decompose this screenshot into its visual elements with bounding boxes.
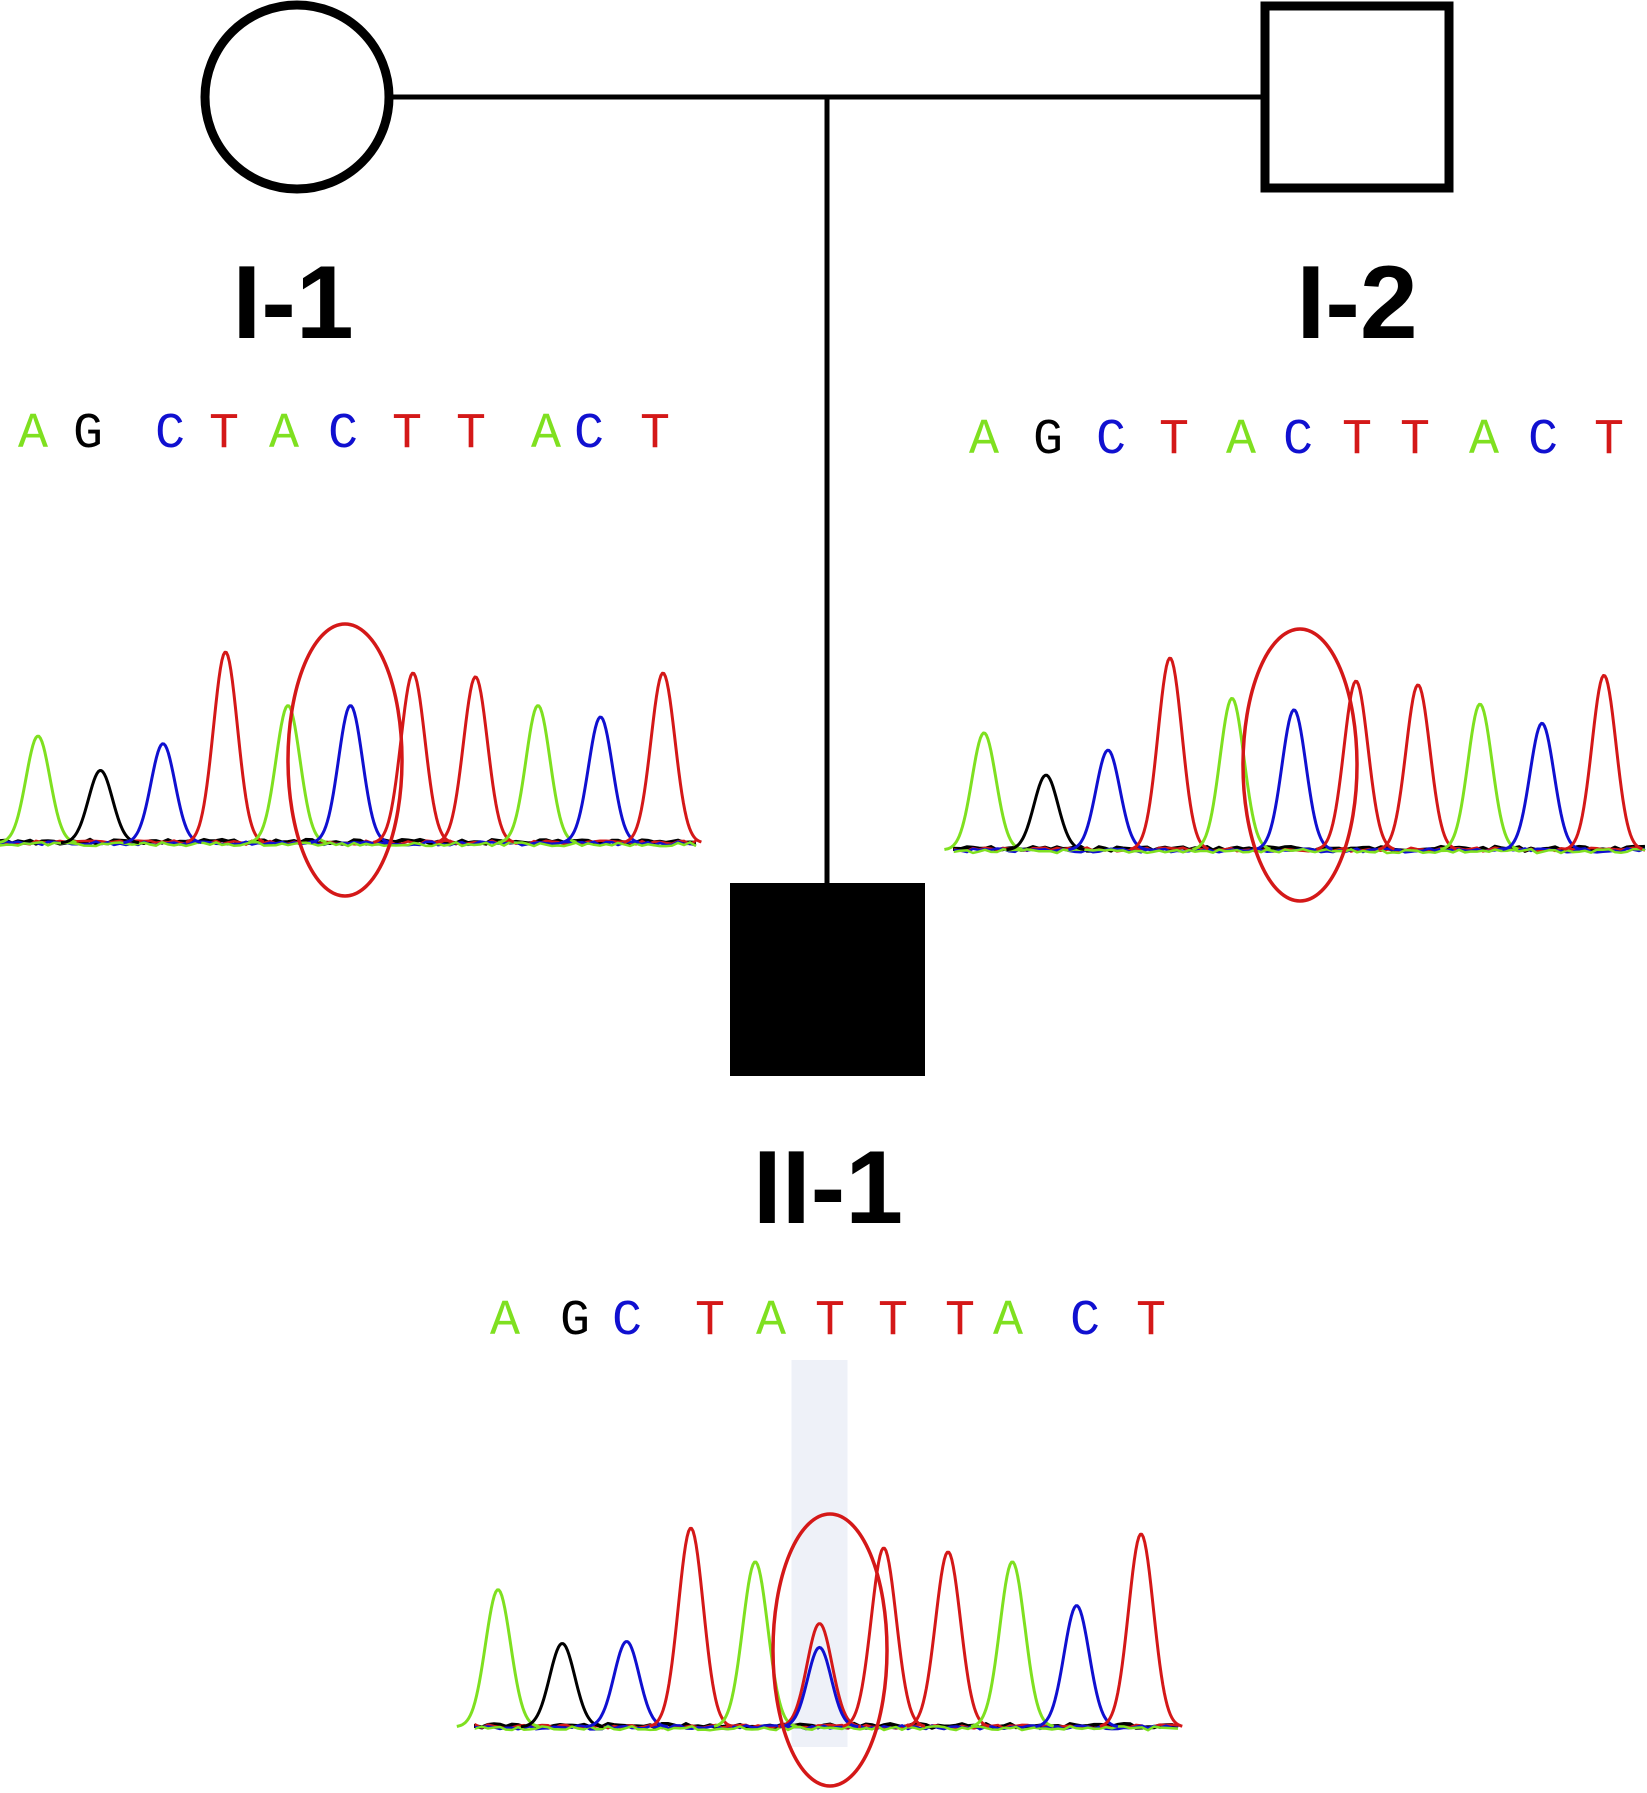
variant-highlight-ellipse <box>286 622 404 898</box>
base-letter: T <box>1136 1293 1166 1350</box>
chromatogram-peak <box>498 704 577 844</box>
chromatogram-peak <box>906 1550 990 1728</box>
base-letter: T <box>1342 412 1372 469</box>
base-letter: G <box>73 406 103 463</box>
base-letter: A <box>969 412 999 469</box>
male-symbol-I-2 <box>1260 1 1454 193</box>
chromatogram-peak <box>713 1560 797 1728</box>
base-letter: T <box>1159 412 1189 469</box>
base-letter: G <box>560 1293 590 1350</box>
base-letter: T <box>878 1293 908 1350</box>
chromatogram-peak <box>185 650 265 844</box>
affected-male-symbol-II-1 <box>730 883 925 1076</box>
chromatogram-peak <box>1378 683 1457 851</box>
chromatogram-peak <box>1099 1532 1183 1728</box>
chromatogram-peak <box>248 704 327 844</box>
label-I-1: I-1 <box>232 245 353 361</box>
base-letter: C <box>612 1293 642 1350</box>
chromatogram-peak <box>842 1546 926 1728</box>
base-letter: C <box>155 406 185 463</box>
base-letter: T <box>1400 412 1430 469</box>
baseline-trace <box>953 847 1646 855</box>
base-letter: T <box>815 1293 845 1350</box>
base-letter: C <box>1070 1293 1100 1350</box>
chromatogram-peak <box>1502 721 1581 851</box>
base-letter: A <box>490 1293 520 1350</box>
chromatogram-peak <box>1440 702 1519 851</box>
label-II-1: II-1 <box>753 1130 903 1246</box>
chromatogram-peak <box>560 715 640 844</box>
base-letter: A <box>756 1293 786 1350</box>
base-letter: T <box>456 406 486 463</box>
base-letter: T <box>640 406 670 463</box>
base-letter: C <box>1528 412 1558 469</box>
chromatogram-peak <box>310 704 390 844</box>
base-letter: C <box>328 406 358 463</box>
base-letter: T <box>392 406 422 463</box>
chromatogram-peak <box>1130 656 1209 851</box>
chromatogram-II-1 <box>456 1360 1183 1788</box>
chromatogram-peak <box>60 769 140 845</box>
baseline-trace <box>0 840 697 848</box>
base-letter: C <box>574 406 604 463</box>
chromatogram-peak <box>970 1560 1055 1728</box>
chromatogram-peak <box>456 1588 540 1728</box>
chromatogram-peak <box>585 1640 668 1729</box>
chromatogram-peak <box>1068 748 1147 852</box>
base-letter: A <box>269 406 299 463</box>
base-letter: C <box>1283 412 1313 469</box>
chromatogram-peak <box>1316 679 1395 851</box>
label-I-2: I-2 <box>1296 245 1417 361</box>
chromatogram-peak <box>1006 773 1085 852</box>
chromatogram-peak <box>780 1645 859 1729</box>
base-letter: T <box>209 406 239 463</box>
chromatogram-peak <box>0 734 77 844</box>
chromatogram-I-2 <box>944 627 1646 903</box>
base-letter: A <box>1226 412 1256 469</box>
female-symbol-I-1 <box>200 0 394 194</box>
chromatogram-peak <box>944 731 1023 851</box>
base-letter: T <box>1594 412 1624 469</box>
chromatogram-peak <box>1035 1604 1119 1728</box>
chromatogram-peak <box>435 675 515 844</box>
chromatogram-peak <box>623 671 702 844</box>
variant-highlight-ellipse <box>1241 627 1359 903</box>
variant-highlight-ellipse <box>771 1512 889 1788</box>
base-letter: A <box>1469 412 1499 469</box>
chromatogram-peak <box>373 671 452 844</box>
chromatogram-peak <box>123 742 202 845</box>
chromatogram-peak <box>649 1526 733 1728</box>
base-letter: A <box>531 406 561 463</box>
base-letter: T <box>695 1293 725 1350</box>
chromatogram-I-1 <box>0 622 702 898</box>
base-letter: G <box>1033 412 1063 469</box>
chromatogram-peak <box>1254 708 1333 851</box>
chromatogram-peak <box>520 1642 604 1729</box>
highlight-shading <box>791 1360 848 1747</box>
chromatogram-peak <box>1192 697 1271 851</box>
chromatogram-peak <box>1564 674 1643 851</box>
base-letter: C <box>1096 412 1126 469</box>
base-letter: A <box>18 406 48 463</box>
base-letter: T <box>945 1293 975 1350</box>
base-letter: A <box>993 1293 1023 1350</box>
chromatogram-peak <box>778 1622 862 1729</box>
